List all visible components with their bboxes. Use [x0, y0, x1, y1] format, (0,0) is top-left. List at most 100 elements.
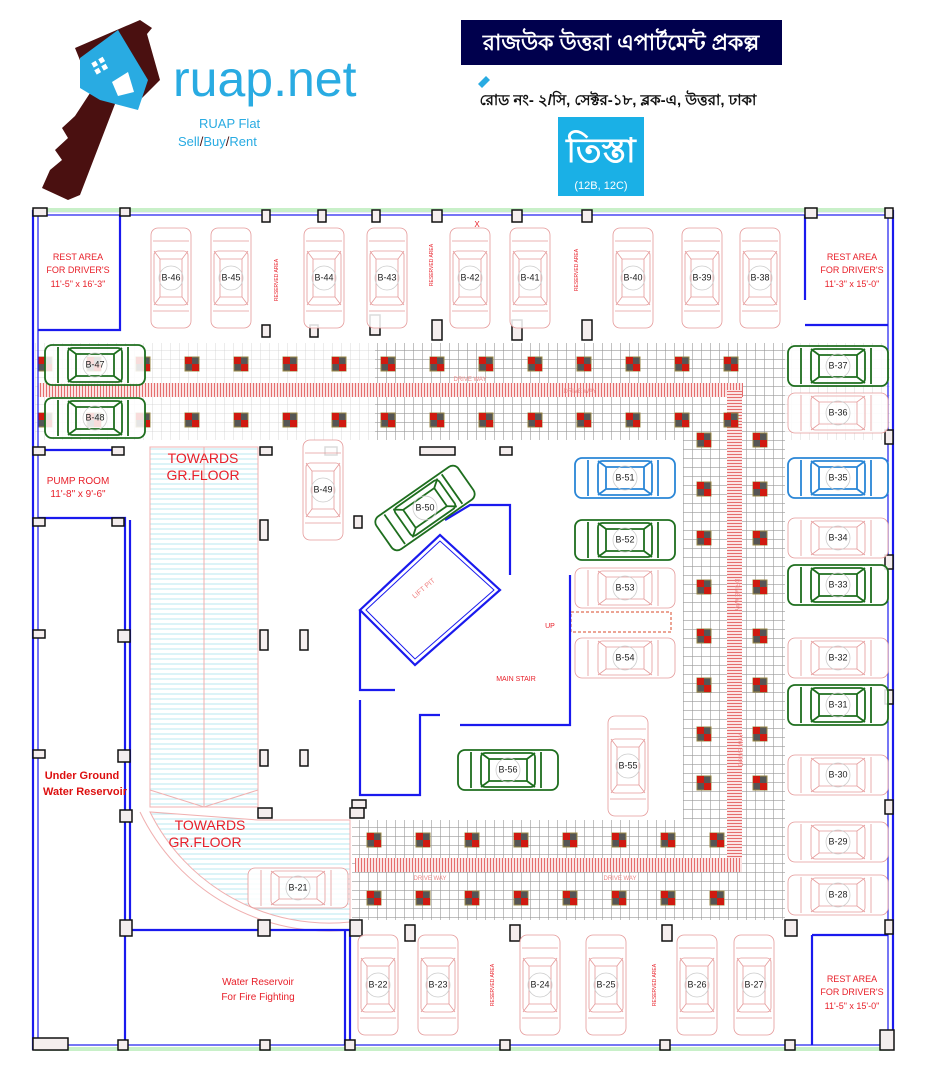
column	[259, 629, 269, 651]
parking-bay-b-37[interactable]: B-37	[787, 345, 889, 387]
parking-bay-b-44[interactable]: B-44	[303, 227, 345, 329]
car-icon	[519, 934, 561, 1036]
tile-marker	[331, 412, 347, 428]
car-icon	[449, 227, 491, 329]
parking-bay-b-51[interactable]: B-51	[574, 457, 676, 499]
parking-bay-b-33[interactable]: B-33	[787, 564, 889, 606]
parking-bay-b-22[interactable]: B-22	[357, 934, 399, 1036]
column	[299, 749, 309, 767]
column	[431, 319, 443, 341]
parking-bay-b-28[interactable]: B-28	[787, 874, 889, 916]
parking-bay-b-31[interactable]: B-31	[787, 684, 889, 726]
parking-bay-b-23[interactable]: B-23	[417, 934, 459, 1036]
parking-bay-b-46[interactable]: B-46	[150, 227, 192, 329]
column	[117, 749, 131, 763]
column	[32, 629, 46, 639]
parking-bay-b-50[interactable]: B-50	[373, 463, 478, 553]
bay-label: B-49	[313, 484, 332, 494]
parking-bay-b-45[interactable]: B-45	[210, 227, 252, 329]
tile-marker	[709, 832, 725, 848]
parking-bay-b-29[interactable]: B-29	[787, 821, 889, 863]
column	[509, 924, 521, 942]
column	[32, 207, 48, 217]
tile-marker	[380, 356, 396, 372]
column	[32, 749, 46, 759]
car-icon	[457, 749, 559, 791]
parking-bay-b-32[interactable]: B-32	[787, 637, 889, 679]
building-badge: তিস্তা (12B, 12C)	[558, 117, 644, 196]
bay-label: B-23	[428, 979, 447, 989]
bay-label: B-52	[615, 534, 634, 544]
column	[784, 919, 798, 937]
stair-up-label: UP	[545, 623, 555, 630]
bay-label: B-47	[85, 359, 104, 369]
project-title: রাজউক উত্তরা এপার্টমেন্ট প্রকল্প	[482, 28, 761, 55]
main-stair-label: MAIN STAIR	[496, 676, 536, 683]
tile-marker	[696, 530, 712, 546]
parking-bay-b-47[interactable]: B-47	[44, 344, 146, 386]
parking-bay-b-24[interactable]: B-24	[519, 934, 561, 1036]
parking-bay-b-54[interactable]: B-54	[574, 637, 676, 679]
parking-bay-b-26[interactable]: B-26	[676, 934, 718, 1036]
parking-bay-b-43[interactable]: B-43	[366, 227, 408, 329]
bay-label: B-54	[615, 652, 634, 662]
column	[884, 207, 894, 219]
bay-label: B-41	[520, 272, 539, 282]
column	[344, 1039, 356, 1051]
bay-label: B-55	[618, 760, 637, 770]
parking-bay-b-41[interactable]: B-41	[509, 227, 551, 329]
reserved-area-label: RESERVED AREA	[274, 258, 280, 301]
column	[661, 924, 673, 942]
parking-bay-b-52[interactable]: B-52	[574, 519, 676, 561]
building-units: (12B, 12C)	[574, 180, 627, 192]
parking-bay-b-34[interactable]: B-34	[787, 517, 889, 559]
car-icon	[357, 934, 399, 1036]
bay-label: B-22	[368, 979, 387, 989]
tile-marker	[282, 412, 298, 428]
column	[257, 807, 273, 819]
tile-marker	[233, 412, 249, 428]
tile-marker	[696, 579, 712, 595]
car-icon	[574, 637, 676, 679]
parking-bay-b-30[interactable]: B-30	[787, 754, 889, 796]
column	[353, 515, 363, 529]
parking-bay-b-25[interactable]: B-25	[585, 934, 627, 1036]
parking-bay-b-56[interactable]: B-56	[457, 749, 559, 791]
parking-bay-b-21[interactable]: B-21	[247, 867, 349, 909]
ruap-logo[interactable]: ruap.net RUAP Flat Sell/Buy/Rent	[42, 20, 357, 200]
bay-label: B-27	[744, 979, 763, 989]
tile-marker	[562, 832, 578, 848]
parking-bay-b-42[interactable]: B-42	[449, 227, 491, 329]
tile-marker	[331, 356, 347, 372]
tile-marker	[380, 412, 396, 428]
parking-bays: B-46 B-45 B-44 B-43 B-42 B-41 B-40 B-39 B-38B-47…	[44, 227, 889, 1036]
parking-bay-b-39[interactable]: B-39	[681, 227, 723, 329]
tile-marker	[527, 412, 543, 428]
column	[879, 1029, 895, 1051]
bay-label: B-24	[530, 979, 549, 989]
tile-marker	[752, 628, 768, 644]
parking-bay-b-27[interactable]: B-27	[733, 934, 775, 1036]
parking-bay-b-36[interactable]: B-36	[787, 392, 889, 434]
parking-bay-b-48[interactable]: B-48	[44, 397, 146, 439]
car-icon	[787, 821, 889, 863]
parking-bay-b-35[interactable]: B-35	[787, 457, 889, 499]
tile-marker	[752, 530, 768, 546]
tile-marker	[576, 412, 592, 428]
car-icon	[574, 519, 676, 561]
parking-bay-b-38[interactable]: B-38	[739, 227, 781, 329]
bay-label: B-40	[623, 272, 642, 282]
bay-label: B-48	[85, 412, 104, 422]
parking-bay-b-49[interactable]: B-49	[302, 439, 344, 541]
tile-marker	[429, 356, 445, 372]
parking-bay-b-40[interactable]: B-40	[612, 227, 654, 329]
parking-bay-b-53[interactable]: B-53	[574, 567, 676, 609]
column	[32, 446, 46, 456]
parking-bay-b-55[interactable]: B-55	[607, 715, 649, 817]
bay-label: B-36	[828, 407, 847, 417]
car-icon	[509, 227, 551, 329]
column	[884, 429, 894, 445]
reserved-area-label: RESERVED AREA	[574, 248, 580, 291]
tile-marker	[752, 432, 768, 448]
